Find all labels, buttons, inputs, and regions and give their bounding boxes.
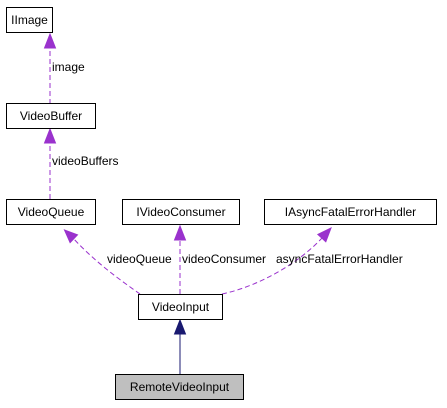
edge-image: image xyxy=(43,32,85,104)
node-video-queue[interactable]: VideoQueue xyxy=(6,199,96,225)
edge-label-image: image xyxy=(52,60,85,74)
node-iimage[interactable]: IImage xyxy=(6,7,53,33)
node-iasync-fatal-error-handler[interactable]: IAsyncFatalErrorHandler xyxy=(264,199,437,225)
node-label-iimage: IImage xyxy=(11,13,48,27)
edge-video-queue: videoQueue xyxy=(63,229,172,295)
edge-async-fatal-error-handler: asyncFatalErrorHandler xyxy=(221,227,403,295)
edge-label-video-buffers: videoBuffers xyxy=(52,154,119,168)
node-label-remote-video-input: RemoteVideoInput xyxy=(130,380,230,394)
edge-video-consumer: videoConsumer xyxy=(173,224,266,294)
node-label-video-queue: VideoQueue xyxy=(18,205,85,219)
edge-label-async-fatal-error-handler: asyncFatalErrorHandler xyxy=(276,252,403,266)
edge-label-video-consumer: videoConsumer xyxy=(182,252,266,266)
node-ivideo-consumer[interactable]: IVideoConsumer xyxy=(122,199,240,225)
node-video-input[interactable]: VideoInput xyxy=(138,294,223,320)
node-label-video-input: VideoInput xyxy=(152,300,210,314)
node-remote-video-input[interactable]: RemoteVideoInput xyxy=(115,374,244,400)
node-label-video-buffer: VideoBuffer xyxy=(20,109,82,123)
edge-inheritance xyxy=(173,318,187,374)
edge-label-video-queue: videoQueue xyxy=(107,252,172,266)
node-label-iasync-fatal-error-handler: IAsyncFatalErrorHandler xyxy=(285,205,416,219)
edge-video-buffers: videoBuffers xyxy=(43,127,119,199)
node-label-ivideo-consumer: IVideoConsumer xyxy=(136,205,225,219)
node-video-buffer[interactable]: VideoBuffer xyxy=(6,103,96,129)
